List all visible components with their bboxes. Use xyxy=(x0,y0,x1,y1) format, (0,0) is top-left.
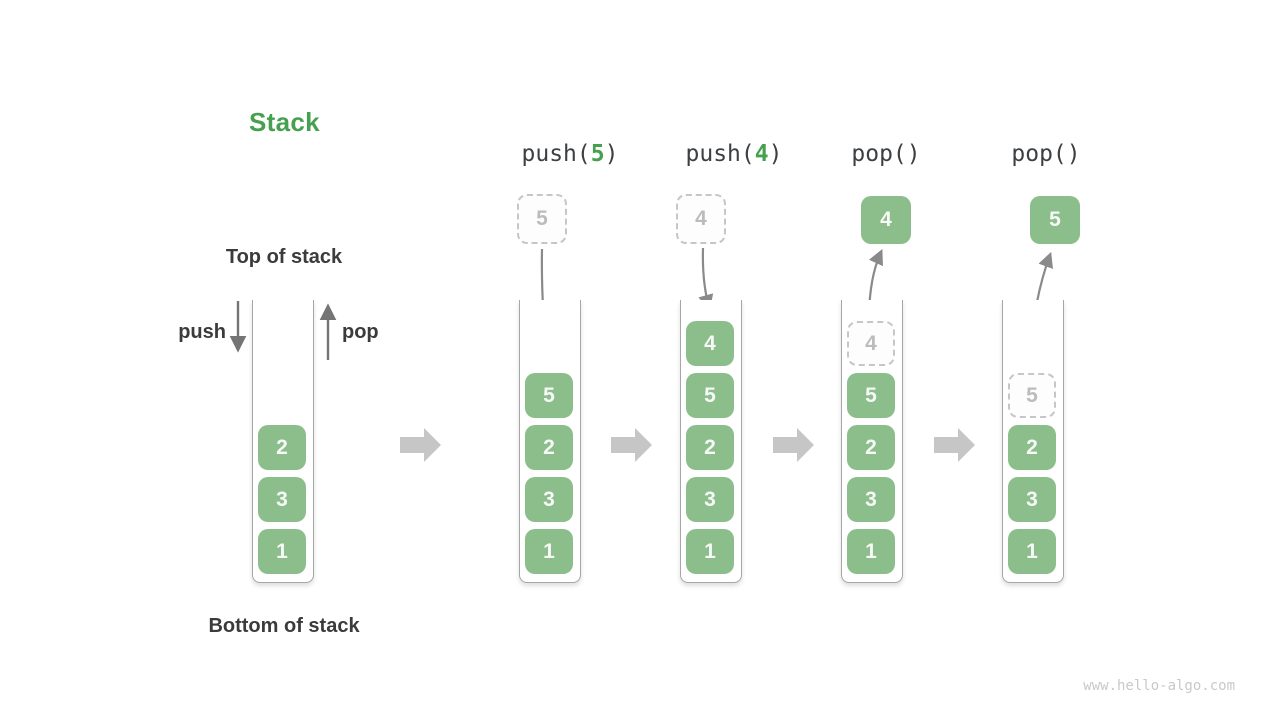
stack-cell: 5 xyxy=(686,373,734,418)
stack-cell: 1 xyxy=(847,529,895,574)
incoming-element-5: 5 xyxy=(517,194,567,244)
stack-cell: 5 xyxy=(525,373,573,418)
stack-cell: 3 xyxy=(525,477,573,522)
stack-cell: 2 xyxy=(1008,425,1056,470)
incoming-element-4: 4 xyxy=(676,194,726,244)
stack-cell: 3 xyxy=(258,477,306,522)
step-arrow-3 xyxy=(773,428,814,462)
stack-cell: 2 xyxy=(525,425,573,470)
op-text: push( xyxy=(685,141,755,167)
popped-element-4: 4 xyxy=(861,196,911,244)
stack-cell: 3 xyxy=(1008,477,1056,522)
step-arrow-1 xyxy=(400,428,441,462)
push4-insert-arrow xyxy=(698,247,714,311)
stack-cell: 1 xyxy=(258,529,306,574)
op-text: ) xyxy=(768,141,783,167)
op-text: pop() xyxy=(851,141,921,167)
stack-cell: 5 xyxy=(847,373,895,418)
stack-ghost-cell: 5 xyxy=(1008,373,1056,418)
stack-after-push4: 4 5 2 3 1 xyxy=(680,300,742,583)
stack-cell: 2 xyxy=(258,425,306,470)
op-arg: 4 xyxy=(754,141,769,167)
pop-label: pop xyxy=(342,321,379,343)
step-arrow-4 xyxy=(934,428,975,462)
step-arrow-2 xyxy=(611,428,652,462)
stack-after-pop4: 4 5 2 3 1 xyxy=(841,300,903,583)
stack-ghost-cell: 4 xyxy=(847,321,895,366)
site-watermark: www.hello-algo.com xyxy=(1083,678,1235,694)
stack-cell: 2 xyxy=(686,425,734,470)
top-of-stack-label: Top of stack xyxy=(225,246,343,268)
op-label-pop-1: pop() xyxy=(786,141,986,167)
stack-after-push5: 5 2 3 1 xyxy=(519,300,581,583)
op-text: push( xyxy=(521,141,591,167)
stack-cell: 3 xyxy=(847,477,895,522)
stack-cell: 2 xyxy=(847,425,895,470)
stack-after-pop5: 5 2 3 1 xyxy=(1002,300,1064,583)
op-arg: 5 xyxy=(590,141,605,167)
op-label-push5: push(5) xyxy=(470,141,670,167)
op-label-pop-2: pop() xyxy=(946,141,1146,167)
stack-cell: 3 xyxy=(686,477,734,522)
popped-element-5: 5 xyxy=(1030,196,1080,244)
bottom-of-stack-label: Bottom of stack xyxy=(208,615,360,637)
stack-cell: 1 xyxy=(1008,529,1056,574)
stack-cell: 1 xyxy=(525,529,573,574)
op-text: pop() xyxy=(1011,141,1081,167)
op-text: ) xyxy=(604,141,619,167)
stack-cell: 1 xyxy=(686,529,734,574)
diagram-title: Stack xyxy=(249,107,320,137)
stack-cell: 4 xyxy=(686,321,734,366)
op-label-push4: push(4) xyxy=(634,141,834,167)
stack-initial: 2 3 1 xyxy=(252,300,314,583)
push-label: push xyxy=(178,321,226,343)
